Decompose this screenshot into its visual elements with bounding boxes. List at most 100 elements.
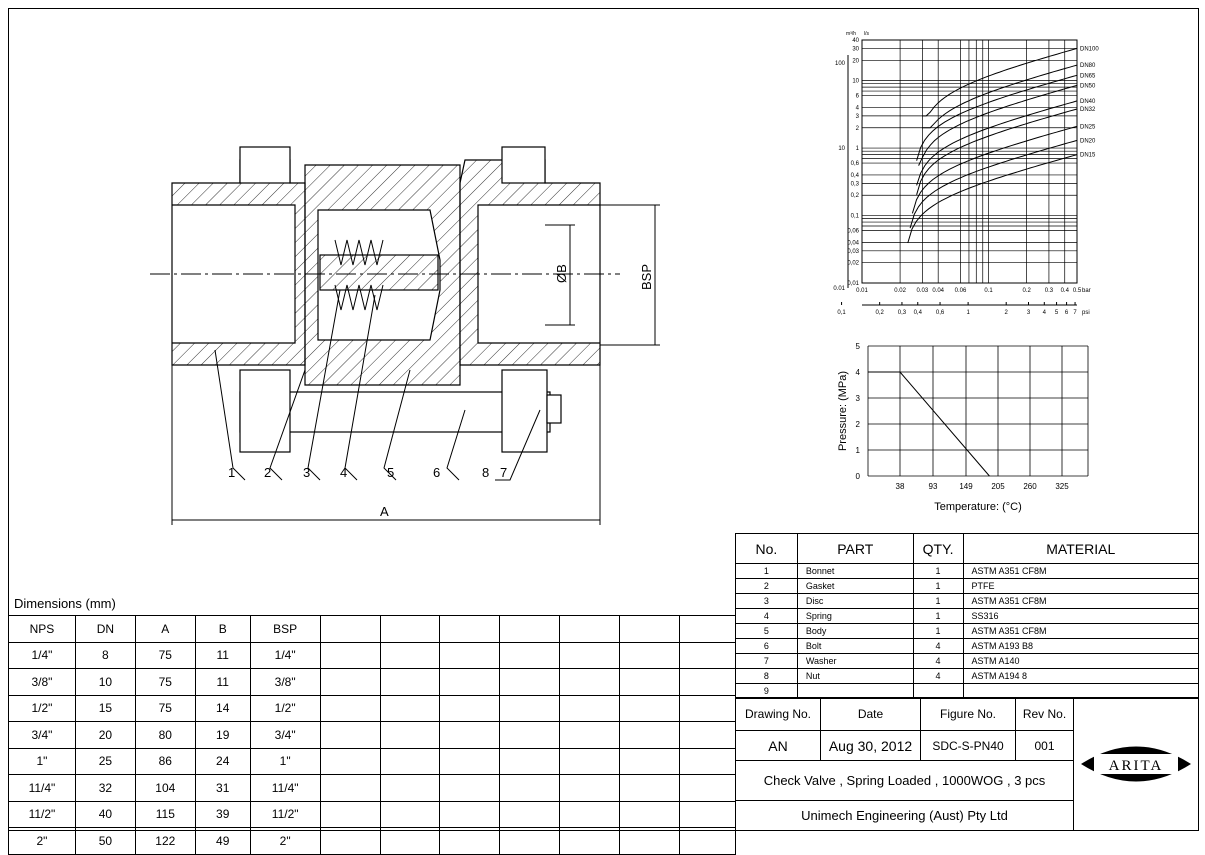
cell: 11/4" <box>249 774 321 802</box>
cell: 11 <box>194 668 251 696</box>
cell: 10 <box>74 668 136 696</box>
psi-tick-label: 7 <box>1073 310 1077 316</box>
cell: 39 <box>194 800 251 828</box>
cell: 80 <box>134 721 196 749</box>
series-dn20 <box>909 139 1078 229</box>
cell: A <box>134 615 196 643</box>
value-figure-no: SDC-S-PN40 <box>920 730 1016 761</box>
y-tick-label: 0,03 <box>847 249 859 255</box>
body <box>304 164 461 386</box>
x-tick-label: 93 <box>929 482 938 491</box>
cell: ASTM A351 CF8M <box>962 563 1200 579</box>
cell: 8 <box>74 641 136 669</box>
cell: ASTM A193 B8 <box>962 638 1200 654</box>
empty-cell <box>619 827 680 855</box>
washer <box>546 394 562 424</box>
cell: 11/2" <box>8 800 76 828</box>
cell: Bonnet <box>796 563 914 579</box>
empty-cell <box>499 668 561 696</box>
x-tick-label: 0.02 <box>894 288 906 294</box>
cell: 31 <box>194 774 251 802</box>
cell: ASTM A351 CF8M <box>962 593 1200 609</box>
empty-cell <box>319 694 381 722</box>
cell: 4 <box>735 608 798 624</box>
empty-cell <box>319 827 381 855</box>
y-tick-label: 0,04 <box>847 240 859 246</box>
empty-cell <box>439 641 501 669</box>
cell: 1 <box>912 578 964 594</box>
cell: QTY. <box>912 533 964 564</box>
empty-cell <box>319 800 381 828</box>
table-row: 9 <box>735 683 1200 699</box>
y-tick-label: 20 <box>852 58 859 64</box>
empty-cell <box>559 774 621 802</box>
psi-tick-label: 5 <box>1055 310 1059 316</box>
cell: No. <box>735 533 798 564</box>
empty-cell <box>439 668 501 696</box>
series-dn32 <box>916 108 1078 195</box>
empty-cell <box>319 641 381 669</box>
x-tick-label: 0.2 <box>1022 288 1031 294</box>
cell: 4 <box>912 668 964 684</box>
cell: 86 <box>134 747 196 775</box>
psi-tick-label: 2 <box>1005 310 1009 316</box>
cell: 2" <box>249 827 321 855</box>
empty-cell <box>499 747 561 775</box>
y-tick-label: 1 <box>856 446 861 455</box>
cell: 1 <box>912 608 964 624</box>
series-label: DN32 <box>1080 107 1096 113</box>
empty-cell <box>619 641 680 669</box>
cell: 115 <box>134 800 196 828</box>
cell: 19 <box>194 721 251 749</box>
x-tick-label: 0.04 <box>932 288 944 294</box>
empty-cell <box>559 721 621 749</box>
series-label: DN65 <box>1080 73 1096 79</box>
cell: 25 <box>74 747 136 775</box>
m3h-tick-label: 100 <box>835 61 846 67</box>
series-label: DN20 <box>1080 138 1096 144</box>
empty-cell <box>439 615 501 643</box>
empty-cell <box>678 615 737 643</box>
series-label: DN50 <box>1080 83 1096 89</box>
cell: ASTM A351 CF8M <box>962 623 1200 639</box>
bonnet-right <box>459 159 601 366</box>
cell: 1/4" <box>249 641 321 669</box>
empty-cell <box>319 721 381 749</box>
cell: 50 <box>74 827 136 855</box>
series-dn15 <box>907 154 1078 244</box>
empty-cell <box>379 668 441 696</box>
svg-text:ARITA: ARITA <box>1109 758 1164 774</box>
cell: Spring <box>796 608 914 624</box>
pressure-temperature-line <box>868 371 990 477</box>
empty-cell <box>678 641 737 669</box>
empty-cell <box>319 747 381 775</box>
empty-cell <box>379 641 441 669</box>
cell <box>962 683 1200 699</box>
cell: 1/4" <box>8 641 76 669</box>
empty-cell <box>379 694 441 722</box>
y-tick-label: 0,01 <box>847 281 859 287</box>
series-label: DN80 <box>1080 63 1096 69</box>
empty-cell <box>678 668 737 696</box>
psi-tick-label: 0,6 <box>936 310 945 316</box>
cell: 11 <box>194 641 251 669</box>
y-tick-label: 1 <box>856 146 860 152</box>
dim-bsp-label: BSP <box>639 264 654 290</box>
cell: 40 <box>74 800 136 828</box>
cell: 75 <box>134 668 196 696</box>
empty-cell <box>439 721 501 749</box>
cell: 3/4" <box>8 721 76 749</box>
callout-3: 3 <box>303 465 310 480</box>
cell: SS316 <box>962 608 1200 624</box>
cell: 104 <box>134 774 196 802</box>
x-tick-label: 205 <box>991 482 1005 491</box>
empty-cell <box>678 827 737 855</box>
psi-tick-label: 6 <box>1065 310 1069 316</box>
